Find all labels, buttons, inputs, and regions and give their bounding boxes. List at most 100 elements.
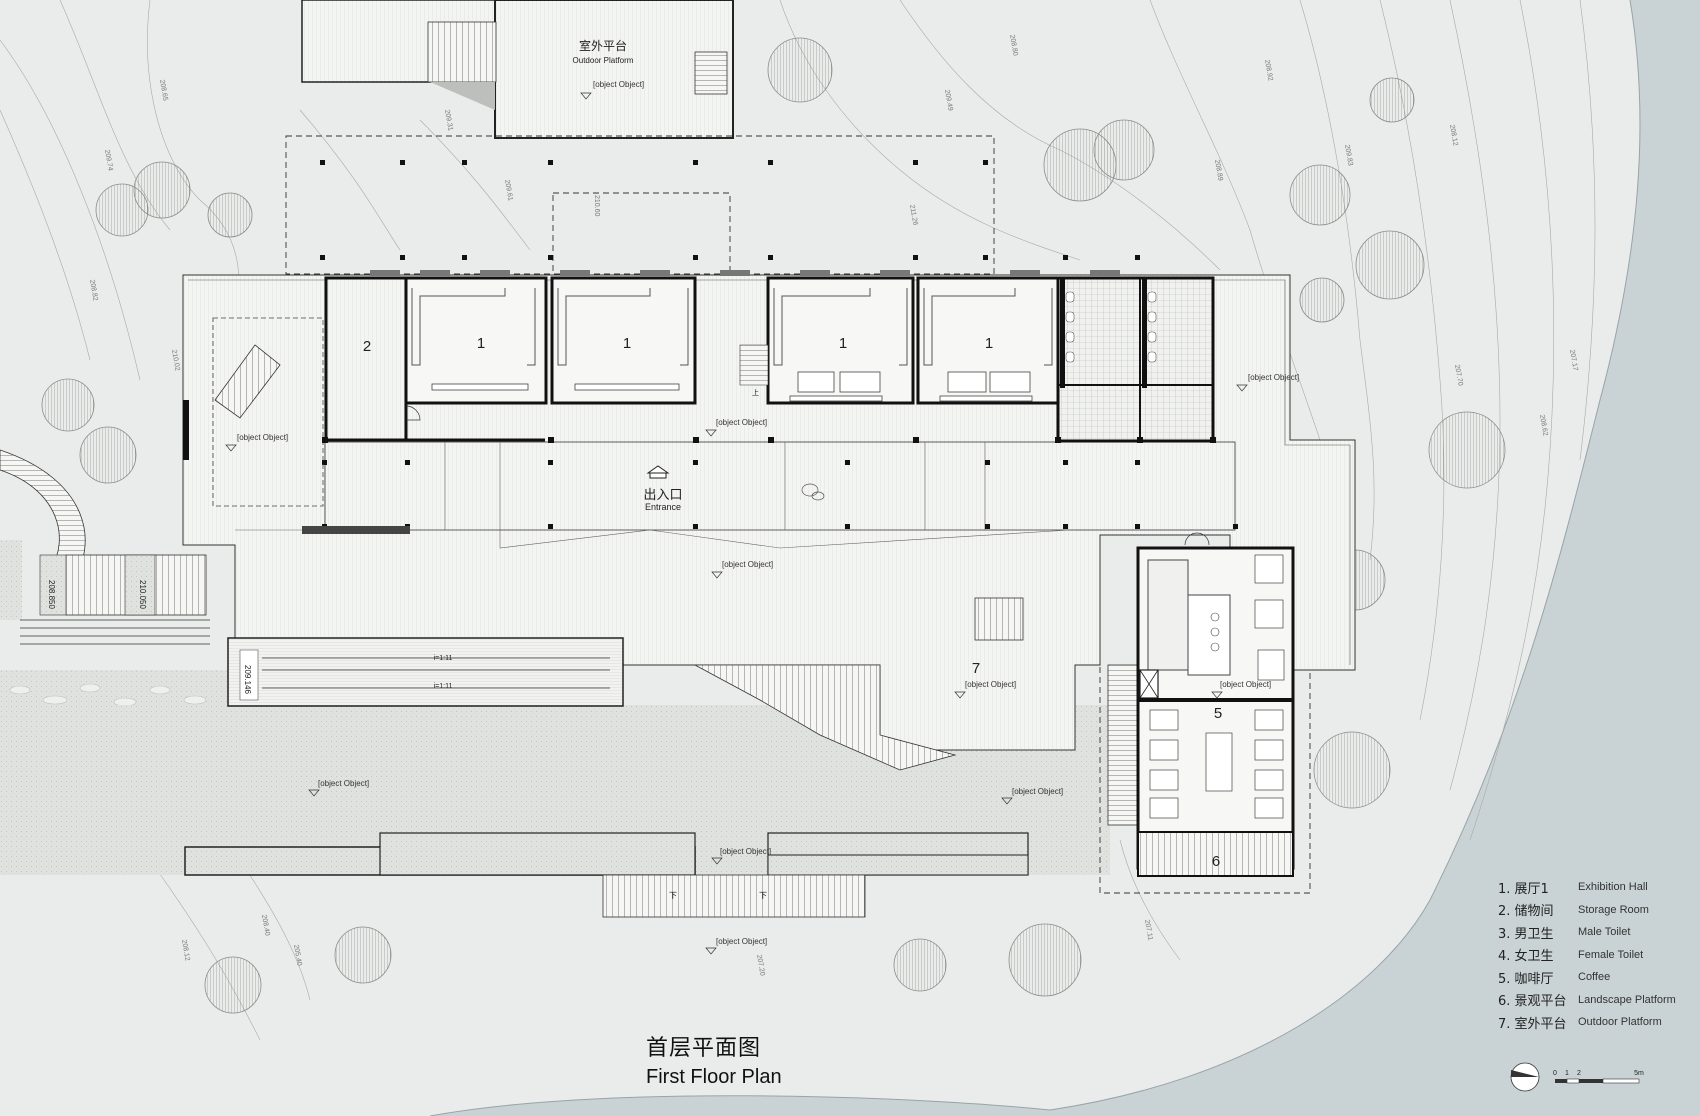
right-stair bbox=[974, 597, 1141, 826]
legend-item-cn: 1. 展厅1 bbox=[1498, 881, 1549, 897]
legend-row: 3. 男卫生 Male Toilet bbox=[1498, 921, 1698, 944]
svg-text:[object Object]: [object Object] bbox=[716, 937, 767, 946]
ramp-slope-label-2: i=1:11 bbox=[434, 683, 453, 690]
svg-text:0: 0 bbox=[1553, 1070, 1557, 1077]
svg-text:210.050: 210.050 bbox=[138, 580, 147, 609]
legend-row: 2. 储物间 Storage Room bbox=[1498, 899, 1698, 922]
trees bbox=[41, 37, 1506, 1014]
svg-text:[object Object]: [object Object] bbox=[965, 680, 1016, 689]
coffee-building bbox=[1136, 532, 1295, 877]
svg-text:1: 1 bbox=[1565, 1070, 1569, 1077]
svg-text:[object Object]: [object Object] bbox=[720, 847, 771, 856]
legend-row: 7. 室外平台 Outdoor Platform bbox=[1498, 1011, 1698, 1034]
left-stair-area bbox=[183, 317, 410, 534]
drawing-title-cn: 首层平面图 bbox=[646, 1036, 762, 1061]
legend-row: 1. 展厅1 Exhibition Hall bbox=[1498, 876, 1698, 899]
svg-text:207.70: 207.70 bbox=[1453, 364, 1464, 386]
level-marks: [object Object] [object Object] [object … bbox=[225, 80, 1299, 955]
room-number-hall-d: 1 bbox=[985, 335, 993, 352]
svg-text:[object Object]: [object Object] bbox=[1012, 787, 1063, 796]
room-number-hall-b: 1 bbox=[623, 335, 631, 352]
svg-text:210.02: 210.02 bbox=[170, 349, 181, 371]
svg-text:[object Object]: [object Object] bbox=[722, 560, 773, 569]
legend-row: 6. 景观平台 Landscape Platform bbox=[1498, 989, 1698, 1012]
svg-text:207.17: 207.17 bbox=[1568, 349, 1579, 371]
svg-text:208.80: 208.80 bbox=[1008, 34, 1019, 56]
svg-text:205.40: 205.40 bbox=[292, 944, 303, 966]
legend-item-en: Storage Room bbox=[1578, 903, 1649, 916]
svg-text:[object Object]: [object Object] bbox=[237, 433, 288, 442]
legend-item-en: Outdoor Platform bbox=[1578, 1016, 1662, 1029]
legend-item-en: Male Toilet bbox=[1578, 926, 1631, 939]
roof-columns bbox=[320, 160, 1140, 260]
drawing-title: 首层平面图 First Floor Plan bbox=[646, 1030, 866, 1089]
river-water bbox=[430, 0, 1700, 1116]
legend-item-en: Female Toilet bbox=[1578, 948, 1644, 961]
entrance-label-en: Entrance bbox=[645, 502, 681, 512]
svg-text:209.49: 209.49 bbox=[943, 89, 954, 111]
svg-text:[object Object]: [object Object] bbox=[716, 418, 767, 427]
scale-bar: 0 1 2 5m bbox=[1510, 1062, 1644, 1092]
room-numbers: 2 1 1 1 1 7 5 6 bbox=[363, 335, 1222, 870]
legend-row: 4. 女卫生 Female Toilet bbox=[1498, 944, 1698, 967]
legend-item-en: Landscape Platform bbox=[1578, 993, 1676, 1006]
svg-text:[object Object]: [object Object] bbox=[1220, 680, 1271, 689]
legend-item-cn: 7. 室外平台 bbox=[1498, 1016, 1567, 1032]
entrance-marker: 出入口 Entrance bbox=[643, 465, 683, 512]
svg-text:208.62: 208.62 bbox=[1538, 414, 1549, 436]
svg-text:210.60: 210.60 bbox=[593, 195, 600, 217]
room-number-storage: 2 bbox=[363, 338, 371, 355]
room-number-hall-c: 1 bbox=[839, 335, 847, 352]
svg-text:209.146: 209.146 bbox=[243, 665, 252, 694]
bottom-left-steps bbox=[20, 554, 210, 645]
outdoor-platform-label-en: Outdoor Platform bbox=[573, 56, 634, 65]
svg-text:209.74: 209.74 bbox=[103, 149, 114, 171]
legend-item-en: Exhibition Hall bbox=[1578, 881, 1648, 894]
ramps: i=1:11 i=1:11 bbox=[227, 637, 624, 707]
stair-down-label-2: 下 bbox=[759, 891, 767, 900]
svg-text:207.11: 207.11 bbox=[1143, 919, 1154, 941]
svg-text:208.12: 208.12 bbox=[180, 939, 191, 961]
legend-item-en: Coffee bbox=[1578, 971, 1611, 984]
svg-text:211.26: 211.26 bbox=[908, 204, 919, 226]
building-walls: 上 bbox=[324, 270, 1215, 443]
legend-item-cn: 5. 咖啡厅 bbox=[1498, 971, 1554, 987]
planter-hatch bbox=[694, 664, 957, 771]
svg-text:208.65: 208.65 bbox=[158, 79, 169, 101]
room-number-landscape-platform: 6 bbox=[1212, 853, 1220, 870]
drawing-title-en: First Floor Plan bbox=[646, 1066, 782, 1088]
svg-text:5m: 5m bbox=[1634, 1070, 1644, 1077]
riverbank-line bbox=[429, 0, 1641, 1116]
svg-text:[object Object]: [object Object] bbox=[1248, 373, 1299, 382]
svg-text:208.89: 208.89 bbox=[1213, 159, 1224, 181]
legend-item-cn: 4. 女卫生 bbox=[1498, 949, 1554, 965]
svg-text:207.20: 207.20 bbox=[755, 954, 766, 976]
svg-text:208.82: 208.82 bbox=[88, 279, 99, 301]
contour-labels: 208.65 209.74 208.82 210.02 209.31 209.6… bbox=[88, 34, 1579, 976]
legend-row: 5. 咖啡厅 Coffee bbox=[1498, 966, 1698, 989]
sculpture-marker bbox=[801, 483, 825, 501]
entrance-label-cn: 出入口 bbox=[643, 487, 682, 502]
stair-down-label-1: 下 bbox=[669, 891, 677, 900]
svg-text:[object Object]: [object Object] bbox=[318, 779, 369, 788]
svg-text:209.31: 209.31 bbox=[443, 109, 454, 131]
room-legend: 1. 展厅1 Exhibition Hall 2. 储物间 Storage Room… bbox=[1498, 876, 1698, 1034]
legend-item-cn: 2. 储物间 bbox=[1498, 904, 1554, 920]
stair-up-label: 上 bbox=[752, 388, 759, 397]
room-number-coffee: 5 bbox=[1214, 705, 1222, 722]
svg-text:208.92: 208.92 bbox=[1263, 59, 1274, 81]
svg-text:208.40: 208.40 bbox=[260, 914, 271, 936]
entrance-corridor bbox=[324, 441, 1236, 531]
legend-item-cn: 6. 景观平台 bbox=[1498, 994, 1567, 1010]
svg-text:209.61: 209.61 bbox=[503, 179, 514, 201]
svg-text:208.850: 208.850 bbox=[47, 580, 56, 609]
room-number-outdoor-platform: 7 bbox=[972, 660, 980, 677]
svg-text:[object Object]: [object Object] bbox=[593, 80, 644, 89]
lower-benches: 下 下 bbox=[184, 832, 1029, 918]
svg-text:2: 2 bbox=[1577, 1070, 1581, 1077]
outdoor-platform-label-cn: 室外平台 bbox=[579, 38, 627, 53]
top-outdoor-platform: 室外平台 Outdoor Platform bbox=[301, 0, 734, 139]
room-number-hall-a: 1 bbox=[477, 335, 485, 352]
legend-item-cn: 3. 男卫生 bbox=[1498, 926, 1554, 942]
